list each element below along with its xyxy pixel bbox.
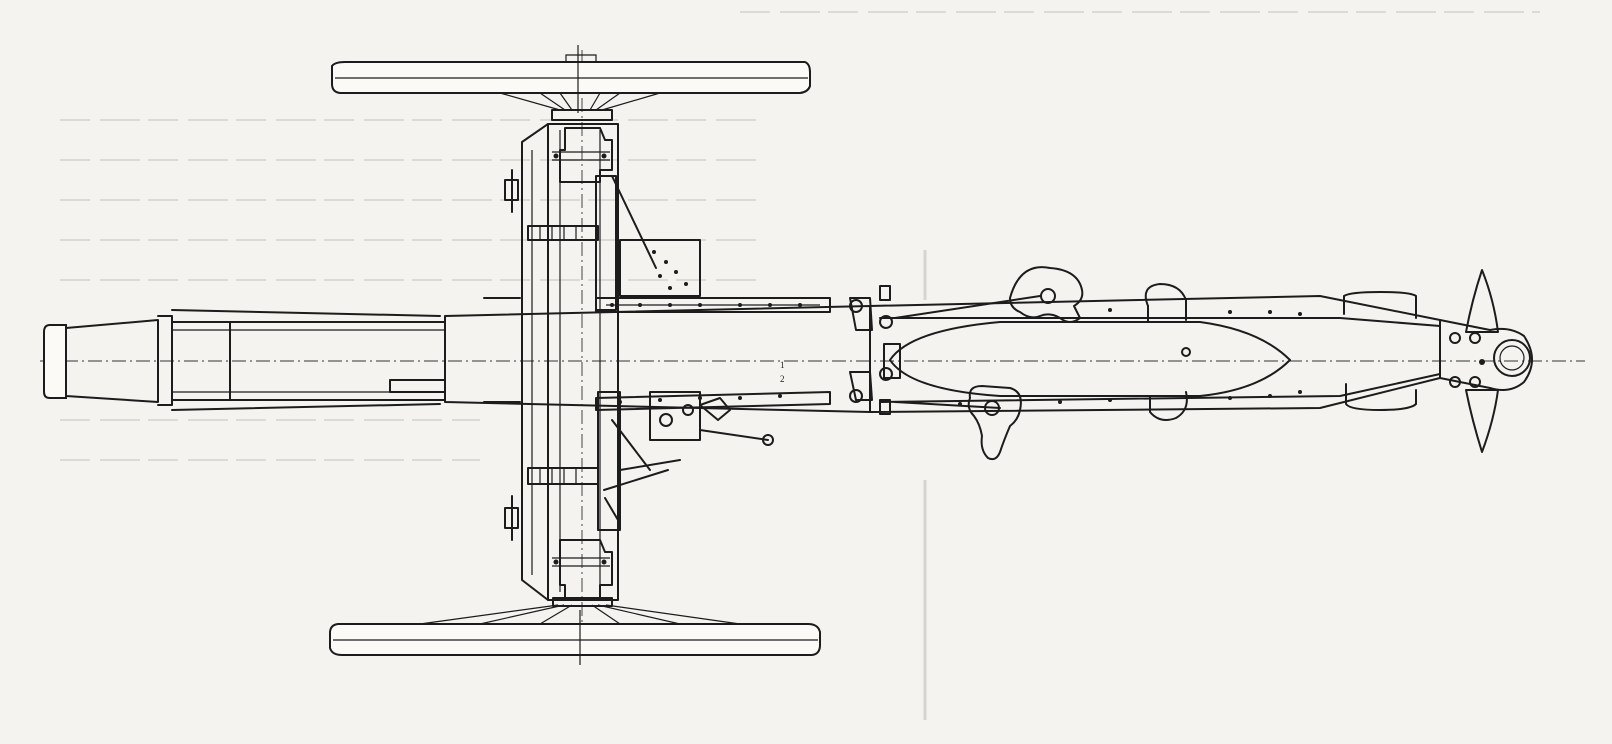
upper-mark: 1 bbox=[780, 360, 785, 370]
shield-plate bbox=[619, 239, 701, 297]
lower-wheel bbox=[329, 597, 821, 665]
upper-wheel bbox=[331, 45, 811, 121]
bleed-through-text bbox=[60, 11, 1540, 720]
axle-assembly bbox=[504, 123, 681, 601]
trail bbox=[849, 266, 1533, 461]
lower-mark: 2 bbox=[780, 374, 785, 384]
cradle bbox=[444, 297, 871, 446]
barrel bbox=[43, 309, 446, 411]
